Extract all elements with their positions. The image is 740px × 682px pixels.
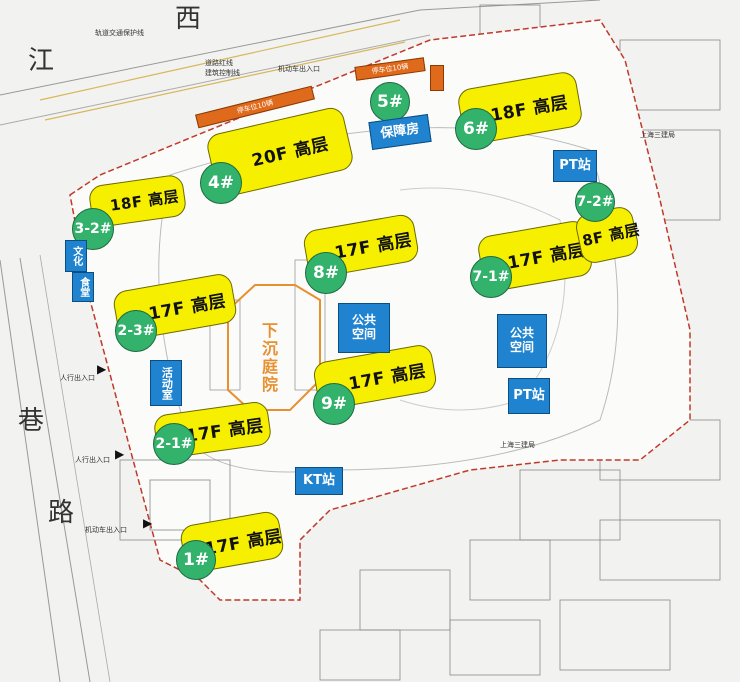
sunken-courtyard-label: 下沉庭院 [259,322,278,394]
mid-right-label: 上海三建局 [500,441,535,449]
building-7-1-label: 17F 高层 [506,239,587,274]
road-char-lu: 路 [48,498,75,528]
parking-strip-3 [430,65,444,91]
kt-station[interactable]: KT站 [295,467,343,495]
activity-room[interactable]: 活动室 [150,360,182,406]
public-space-1[interactable]: 公共 空间 [338,303,390,353]
building-2-3-label: 17F 高层 [147,290,228,325]
tag-7-2[interactable]: 7-2# [575,182,615,222]
ped-entrance-2-label: 人行出入口 [75,456,110,464]
tag-5[interactable]: 5# [370,82,410,122]
road-char-west: 西 [175,4,202,34]
ped-entrance-1-label: 人行出入口 [60,374,95,382]
pt-station-1[interactable]: PT站 [553,150,597,182]
building-4-label: 20F 高层 [249,133,331,171]
rail-protect-label: 轨道交通保护线 [95,29,144,37]
tag-6[interactable]: 6# [455,108,497,150]
tag-9[interactable]: 9# [313,383,355,425]
vehicle-entrance-top-label: 机动车出入口 [278,65,320,73]
road-char-xiang: 巷 [18,406,45,436]
road-char-jiang: 江 [28,46,55,76]
red-line-label: 道路红线 [205,59,233,67]
public-space-2[interactable]: 公共 空间 [497,314,547,368]
canteen[interactable]: 食堂 [72,272,94,302]
tag-8[interactable]: 8# [305,252,347,294]
vehicle-entrance-left-label: 机动车出入口 [85,526,127,534]
building-3-2-label: 18F 高层 [108,186,181,215]
tag-2-3[interactable]: 2-3# [115,310,157,352]
ped-arrow-2-icon: ▶ [115,447,125,461]
tag-1[interactable]: 1# [176,540,216,580]
building-line-label: 建筑控制线 [205,69,240,77]
ped-arrow-1-icon: ▶ [97,362,107,376]
culture-room[interactable]: 文化 [65,240,87,272]
building-9-label: 17F 高层 [347,360,428,395]
building-7-2-label: 8F 高层 [580,219,642,250]
tag-4[interactable]: 4# [200,162,242,204]
pt-station-2[interactable]: PT站 [508,378,550,414]
tag-7-1[interactable]: 7-1# [470,256,512,298]
building-6-label: 18F 高层 [489,92,570,126]
tag-2-1[interactable]: 2-1# [153,423,195,465]
vehicle-arrow-icon: ▶ [143,516,153,530]
building-8-label: 17F 高层 [333,229,414,264]
building-2-1-label: 17F 高层 [184,415,265,447]
top-right-label: 上海三建局 [640,131,675,139]
